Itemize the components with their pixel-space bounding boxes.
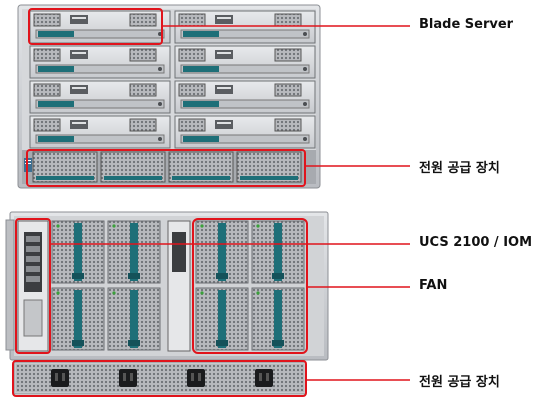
callout-box-psu-front — [26, 149, 306, 187]
label-psu-rear: 전원 공급 장치 — [419, 375, 500, 390]
callout-box-psu-rear — [12, 360, 307, 397]
fan-module — [195, 287, 249, 351]
blade-server — [174, 45, 316, 79]
fan-modules — [51, 220, 305, 351]
label-fan: FAN — [419, 278, 448, 293]
blade-servers — [29, 10, 316, 149]
power-inlet — [187, 369, 205, 387]
blade-server — [29, 80, 171, 114]
label-ucs-iom: UCS 2100 / IOM — [419, 235, 533, 250]
rear-psu-bay — [13, 361, 307, 395]
callout-box-iom — [15, 218, 51, 354]
fan-module — [107, 220, 161, 284]
fan-module — [195, 220, 249, 284]
blade-server — [174, 115, 316, 149]
blade-server — [29, 10, 171, 44]
label-psu-front: 전원 공급 장치 — [419, 161, 500, 176]
blade-server — [29, 115, 171, 149]
blade-server — [29, 45, 171, 79]
label-blade-server: Blade Server — [419, 17, 514, 32]
fan-module — [51, 220, 105, 284]
power-inlet — [255, 369, 273, 387]
blade-server — [174, 80, 316, 114]
blade-server — [174, 10, 316, 44]
leader-lines — [50, 25, 410, 381]
power-inlet — [51, 369, 69, 387]
power-inlet — [119, 369, 137, 387]
fan-module — [107, 287, 161, 351]
fan-module — [251, 220, 305, 284]
iom-modules — [17, 220, 191, 352]
fan-module — [51, 287, 105, 351]
callout-box-fan — [192, 218, 308, 354]
fan-module — [251, 287, 305, 351]
front-psu-bay — [22, 150, 316, 184]
